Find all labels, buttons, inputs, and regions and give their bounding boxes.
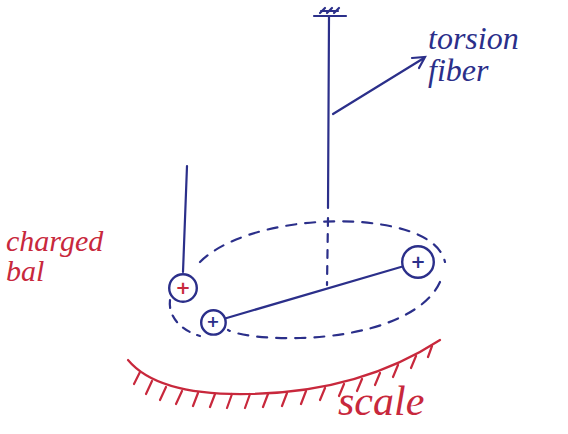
- ball-circle: [402, 246, 434, 278]
- charged-ball: +: [401, 245, 435, 279]
- ball-circle: [201, 310, 225, 334]
- charged-ball: +: [200, 309, 227, 336]
- leader-arrow: [333, 58, 424, 114]
- torsion-fiber: [328, 16, 329, 208]
- charge-sign: +: [410, 253, 425, 271]
- leader-arrowhead: [412, 57, 425, 68]
- charged-ball: +: [168, 273, 198, 303]
- charge-sign: +: [206, 314, 219, 330]
- ceiling-hatch: [320, 8, 339, 13]
- fiber-label: torsion fiber: [428, 22, 562, 86]
- rotation-path: [200, 221, 445, 262]
- rotation-path: [170, 300, 200, 336]
- ball-circle: [169, 274, 197, 302]
- charge-sign: +: [175, 279, 190, 297]
- ball-thread: [183, 166, 187, 272]
- torsion-rod: [226, 267, 402, 318]
- ball-label: charged bal: [6, 226, 110, 286]
- torsion-fiber-hidden: [327, 218, 328, 285]
- rotation-path: [228, 282, 440, 338]
- scale-label: scale: [338, 380, 508, 422]
